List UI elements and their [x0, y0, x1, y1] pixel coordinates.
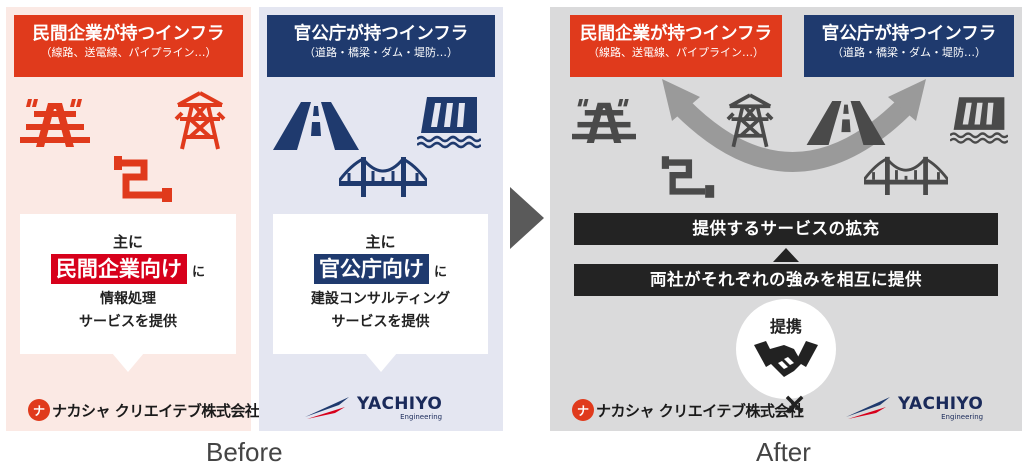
nakasha-logo: ナ ナカシャ クリエイテブ株式会社 — [28, 399, 260, 421]
partnership-badge: 提携 — [736, 299, 836, 399]
yachiyo-logo: YACHIYO Engineering — [305, 395, 442, 421]
power-tower-icon — [174, 91, 226, 150]
after-private-header: 民間企業が持つインフラ （線路、送電線、パイプライン…） — [570, 15, 782, 77]
pipeline-icon — [661, 156, 715, 198]
private-header-title: 民間企業が持つインフラ — [32, 24, 225, 44]
after-public-header: 官公庁が持つインフラ （道路・橋梁・ダム・堤防…） — [804, 15, 1014, 77]
nakasha-mark-icon: ナ — [28, 399, 50, 421]
after-yachiyo-logo: YACHIYO Engineering — [846, 395, 983, 421]
public-desc-1: 建設コンサルティング — [310, 291, 451, 307]
private-service-bubble: 主に 民間企業向け に 情報処理 サービスを提供 — [20, 214, 236, 372]
pipeline-icon — [114, 156, 172, 202]
public-infra-panel: 官公庁が持つインフラ （道路・橋梁・ダム・堤防…） — [259, 7, 503, 431]
private-infra-panel: 民間企業が持つインフラ （線路、送電線、パイプライン…） — [6, 7, 260, 431]
triangle-up-icon — [773, 248, 799, 262]
public-header-title: 官公庁が持つインフラ — [293, 24, 469, 44]
mutual-strengths-bar: 両社がそれぞれの強みを相互に提供 — [574, 264, 998, 296]
yachiyo-name: YACHIYO — [357, 393, 443, 414]
dam-icon — [950, 97, 1008, 144]
private-header-subtitle: （線路、送電線、パイプライン…） — [40, 46, 217, 59]
public-particle: に — [434, 265, 448, 280]
private-lead: 主に — [112, 233, 143, 251]
road-icon — [806, 101, 886, 145]
bubble-tail — [365, 353, 397, 372]
public-service-bubble: 主に 官公庁向け に 建設コンサルティング サービスを提供 — [273, 214, 488, 372]
private-highlight: 民間企業向け — [50, 254, 187, 284]
nakasha-logo-text: ナカシャ クリエイテブ株式会社 — [52, 401, 260, 420]
after-public-header-title: 官公庁が持つインフラ — [821, 24, 997, 44]
yachiyo-mark-icon — [305, 397, 349, 419]
after-public-header-subtitle: （道路・橋梁・ダム・堤防…） — [832, 46, 986, 59]
private-infra-header: 民間企業が持つインフラ （線路、送電線、パイプライン…） — [14, 15, 243, 77]
after-private-header-title: 民間企業が持つインフラ — [580, 24, 772, 44]
power-tower-icon — [726, 93, 774, 148]
public-lead: 主に — [365, 233, 396, 251]
arrow-right-icon — [510, 187, 544, 249]
after-panel: 民間企業が持つインフラ （線路、送電線、パイプライン…） 官公庁が持つインフラ … — [550, 7, 1022, 431]
service-expansion-bar: 提供するサービスの拡充 — [574, 213, 998, 245]
private-desc-1: 情報処理 — [100, 291, 156, 307]
railway-icon — [20, 99, 90, 147]
handshake-icon — [754, 341, 818, 377]
road-icon — [273, 102, 359, 150]
bridge-icon — [339, 157, 427, 197]
private-particle: に — [192, 265, 206, 280]
after-nakasha-logo: ナ ナカシャ クリエイテブ株式会社 — [572, 399, 804, 421]
times-symbol: × — [782, 387, 808, 422]
after-yachiyo-sub: Engineering — [941, 412, 984, 421]
public-infra-header: 官公庁が持つインフラ （道路・橋梁・ダム・堤防…） — [267, 15, 495, 77]
after-private-header-subtitle: （線路、送電線、パイプライン…） — [588, 46, 764, 59]
public-desc-2: サービスを提供 — [331, 314, 430, 330]
dam-icon — [417, 97, 481, 149]
partnership-label: 提携 — [769, 317, 802, 336]
yachiyo-mark-icon — [846, 397, 890, 419]
public-header-subtitle: （道路・橋梁・ダム・堤防…） — [304, 46, 458, 59]
public-highlight: 官公庁向け — [313, 254, 429, 284]
yachiyo-sub: Engineering — [400, 412, 443, 421]
bubble-tail — [112, 353, 144, 372]
after-yachiyo-name: YACHIYO — [898, 393, 984, 414]
railway-icon — [572, 99, 636, 143]
after-nakasha-logo-text: ナカシャ クリエイテブ株式会社 — [596, 401, 804, 420]
nakasha-mark-icon: ナ — [572, 399, 594, 421]
before-caption: Before — [206, 437, 283, 465]
bridge-icon — [864, 156, 948, 195]
after-caption: After — [756, 437, 811, 465]
private-desc-2: サービスを提供 — [79, 314, 177, 330]
